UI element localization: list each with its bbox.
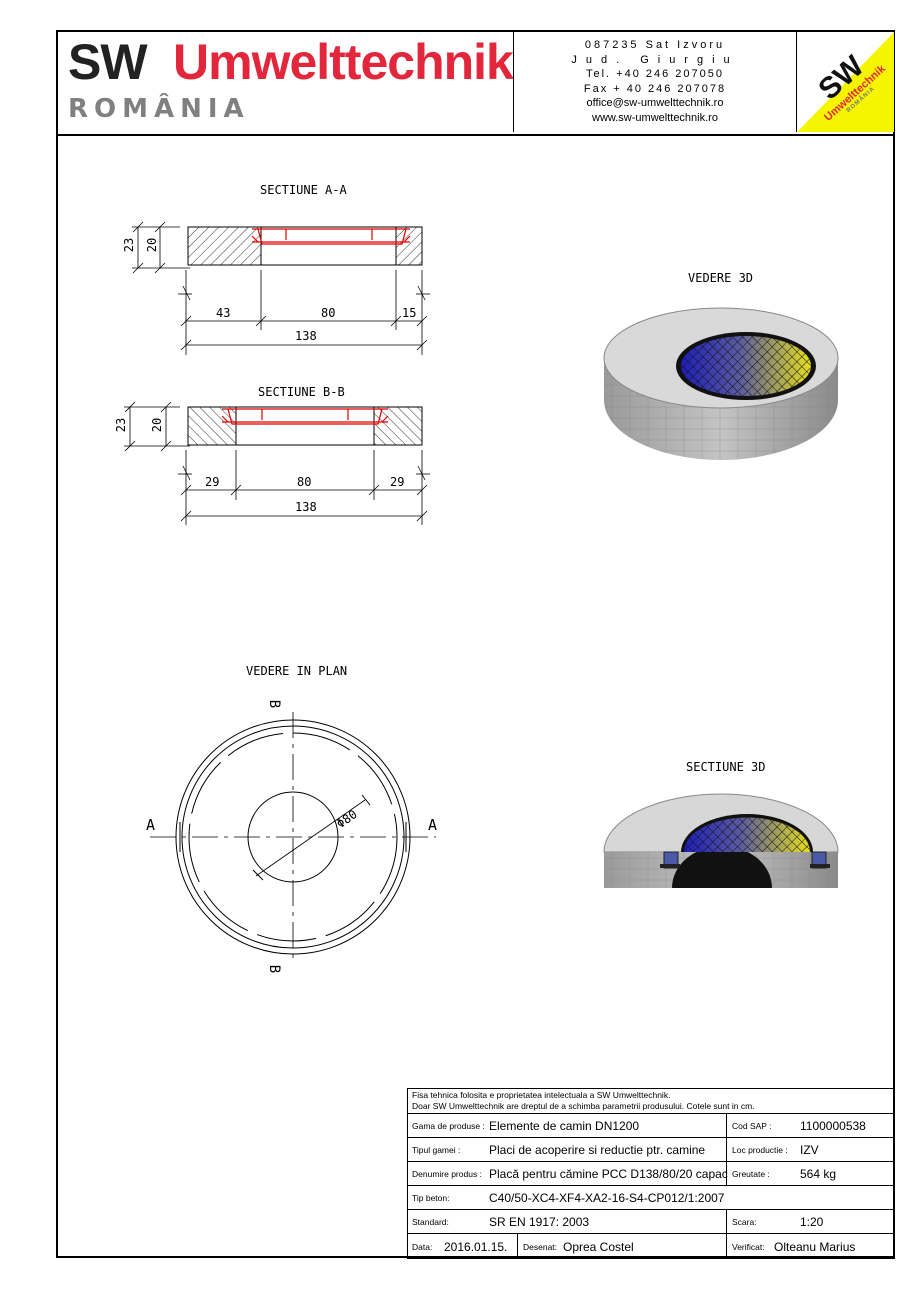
gama-value: Elemente de camin DN1200 <box>489 1119 640 1133</box>
den-label: Denumire produs : <box>412 1169 482 1179</box>
section-bb-dim-138: 138 <box>295 500 317 514</box>
plan-view-title: VEDERE IN PLAN <box>246 664 348 678</box>
section-3d-title: SECTIUNE 3D <box>686 760 766 774</box>
codsap-label: Cod SAP : <box>732 1121 772 1131</box>
scara-label: Scara: <box>732 1217 757 1227</box>
section-aa-title: SECTIUNE A-A <box>260 183 347 197</box>
plan-label-a-right: A <box>428 816 438 834</box>
divider <box>726 1138 727 1162</box>
plan-label-b-bottom: B <box>266 964 283 974</box>
view-3d-title: VEDERE 3D <box>688 271 754 285</box>
section-aa-dim-15: 15 <box>402 306 417 320</box>
scara-value: 1:20 <box>800 1215 824 1229</box>
section-bb-dim-23: 23 <box>114 417 129 433</box>
desenat-label: Desenat: <box>523 1242 558 1252</box>
title-block: Fisa tehnica folosita e proprietatea int… <box>407 1088 895 1259</box>
std-value: SR EN 1917: 2003 <box>489 1215 590 1229</box>
greut-value: 564 kg <box>800 1167 837 1181</box>
row-tip: Tipul gamei : Placi de acoperire si redu… <box>408 1137 894 1162</box>
section-bb-dim-80: 80 <box>297 475 312 489</box>
divider <box>726 1234 727 1259</box>
section-bb-dim-29-left: 29 <box>205 475 220 489</box>
beton-label: Tip beton: <box>412 1193 450 1203</box>
corner-logo-badge <box>797 32 894 132</box>
header: SW Umwelttechnik ROMÂNIA 087235 Sat Izvo… <box>58 32 894 136</box>
title-note-1: Fisa tehnica folosita e proprietatea int… <box>412 1090 671 1100</box>
row-denumire: Denumire produs : Placă pentru cămine PC… <box>408 1161 894 1186</box>
contact-phone: Tel. +40 246 207050 <box>585 68 724 80</box>
codsap-value: 1100000538 <box>800 1119 866 1133</box>
section-aa-dim-20: 20 <box>145 237 160 253</box>
row-data: Data: 2016.01.15. Desenat: Oprea Costel … <box>408 1233 894 1259</box>
contact-website[interactable]: www.sw-umwelttechnik.ro <box>592 111 718 124</box>
section-bb-drawing <box>124 401 430 525</box>
section-3d-render <box>603 793 839 888</box>
verif-label: Verificat: <box>732 1242 765 1252</box>
title-note-2: Doar SW Umwelttechnik are dreptul de a s… <box>412 1101 755 1111</box>
tip-value: Placi de acoperire si reductie ptr. cami… <box>489 1143 706 1157</box>
desenat-value: Oprea Costel <box>563 1240 634 1254</box>
plan-label-a-left: A <box>146 816 156 834</box>
row-standard: Standard: SR EN 1917: 2003 Scara: 1:20 <box>408 1209 894 1234</box>
plan-label-b-top: B <box>266 699 283 709</box>
divider <box>726 1114 727 1138</box>
contact-county: Jud. Giurgiu <box>571 53 739 66</box>
section-aa-dim-80: 80 <box>321 306 336 320</box>
view-3d-render <box>603 307 839 460</box>
divider <box>726 1162 727 1186</box>
logo-umwelttechnik-text: Umwelttechnik <box>173 34 514 90</box>
section-aa-dim-138: 138 <box>295 329 317 343</box>
logo-romania-text: ROMÂNIA <box>68 94 250 124</box>
row-beton: Tip beton: C40/50-XC4-XF4-XA2-16-S4-CP01… <box>408 1185 894 1210</box>
section-bb-dim-29-right: 29 <box>390 475 405 489</box>
section-aa-dim-23: 23 <box>122 237 137 253</box>
section-aa-drawing <box>132 221 430 355</box>
tip-label: Tipul gamei : <box>412 1145 461 1155</box>
contact-block: 087235 Sat Izvoru Jud. Giurgiu Tel. +40 … <box>514 38 796 125</box>
loc-label: Loc productie : <box>732 1145 788 1155</box>
row-gama: Gama de produse : Elemente de camin DN12… <box>408 1113 894 1138</box>
section-bb-dim-20: 20 <box>150 417 165 433</box>
drawing-sheet: SW Umwelttechnik ROMÂNIA 087235 Sat Izvo… <box>56 30 895 1258</box>
loc-value: IZV <box>800 1143 819 1157</box>
plan-view-drawing <box>150 712 436 960</box>
contact-fax: Fax + 40 246 207078 <box>583 82 727 95</box>
den-value: Placă pentru cămine PCC D138/80/20 capac <box>489 1167 728 1181</box>
std-label: Standard: <box>412 1217 449 1227</box>
corner-logo: SW Umwelttechnik ROMÂNIA <box>796 32 894 132</box>
section-bb-title: SECTIUNE B-B <box>258 385 345 399</box>
section-aa-dim-43: 43 <box>216 306 231 320</box>
company-logo: SW Umwelttechnik ROMÂNIA <box>58 32 514 132</box>
gama-label: Gama de produse : <box>412 1121 485 1131</box>
beton-value: C40/50-XC4-XF4-XA2-16-S4-CP012/1:2007 <box>489 1191 725 1205</box>
divider <box>726 1210 727 1234</box>
logo-sw-text: SW <box>68 34 148 90</box>
divider <box>517 1234 518 1259</box>
verif-value: Olteanu Marius <box>774 1240 856 1254</box>
greut-label: Greutate : <box>732 1169 770 1179</box>
contact-address: 087235 Sat Izvoru <box>584 39 726 51</box>
data-label: Data: <box>412 1242 433 1252</box>
data-value: 2016.01.15. <box>444 1240 508 1254</box>
contact-email[interactable]: office@sw-umwelttechnik.ro <box>586 97 724 109</box>
